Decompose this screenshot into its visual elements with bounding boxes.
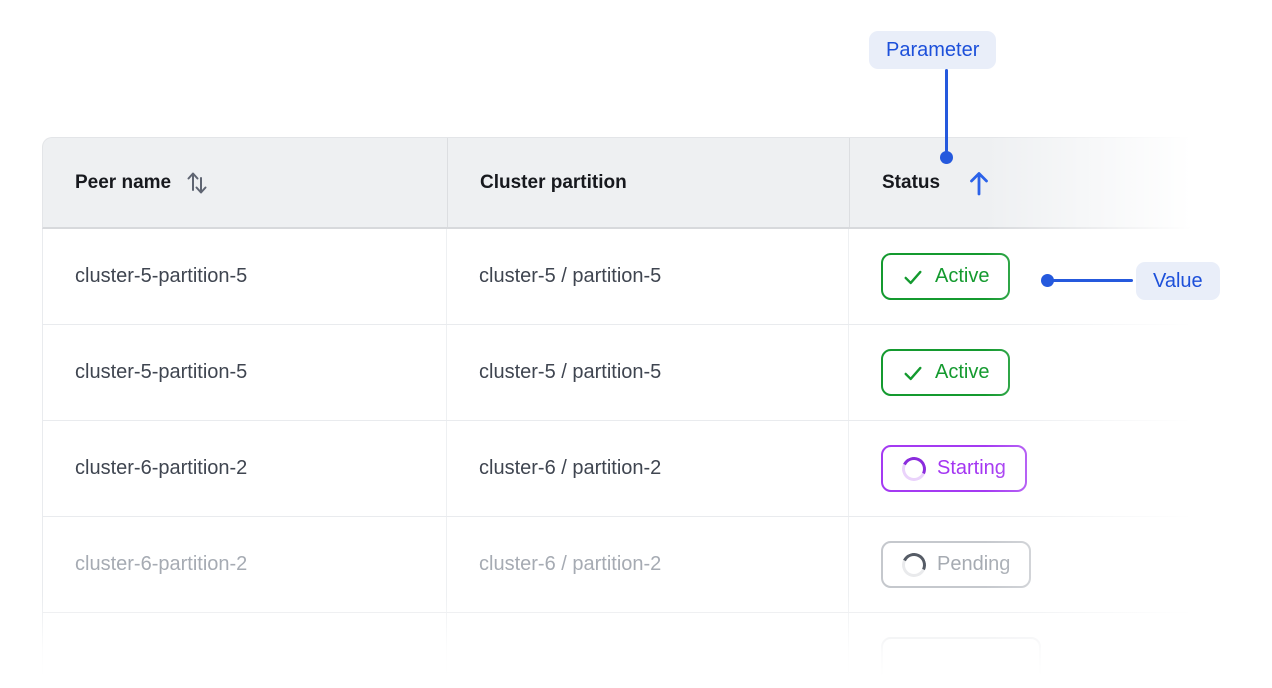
table-row: cluster-5-partition-5 cluster-5 / partit… [42, 229, 1272, 325]
status-label: Starting [937, 457, 1006, 479]
status-cell: Starting [849, 421, 1272, 516]
cluster-partition-cell: cluster-5 / partition-5 [447, 325, 849, 420]
column-header-peer-name[interactable]: Peer name [43, 138, 447, 227]
peer-name-cell: cluster-6-partition-2 [43, 517, 447, 612]
column-label: Cluster partition [480, 171, 627, 193]
value-connector-line [1052, 279, 1133, 282]
status-badge-starting: Starting [881, 445, 1027, 492]
peer-name-cell: cluster-5-partition-5 [43, 229, 447, 324]
parameter-callout-pill: Parameter [869, 31, 997, 69]
table-row: cluster-6-partition-2 cluster-6 / partit… [42, 421, 1272, 517]
status-badge-ghost [881, 637, 1041, 684]
column-label: Peer name [75, 171, 172, 193]
status-cell: Active [849, 325, 1272, 420]
cluster-partition-cell [447, 613, 849, 688]
value-callout-pill: Value [1136, 262, 1220, 300]
cluster-partition-cell: cluster-6 / partition-2 [447, 517, 849, 612]
peers-table: Peer name Cluster partition Status [42, 137, 1272, 688]
sort-ascending-icon [966, 168, 992, 198]
peer-name-cell [43, 613, 447, 688]
status-cell: Pending [849, 517, 1272, 612]
spinner-icon [898, 453, 930, 484]
check-icon [902, 362, 924, 384]
status-badge-pending: Pending [881, 541, 1032, 588]
cluster-partition-cell: cluster-5 / partition-5 [447, 229, 849, 324]
status-label: Active [935, 265, 990, 287]
status-badge-active: Active [881, 349, 1011, 396]
status-cell [849, 613, 1272, 688]
table-header-row: Peer name Cluster partition Status [42, 137, 1272, 229]
column-header-cluster-partition[interactable]: Cluster partition [447, 138, 849, 227]
value-callout-label: Value [1153, 269, 1203, 292]
cluster-partition-cell: cluster-6 / partition-2 [447, 421, 849, 516]
column-label: Status [882, 171, 941, 193]
status-badge-active: Active [881, 253, 1011, 300]
status-label: Pending [937, 553, 1011, 575]
status-label: Active [935, 361, 990, 383]
table-row [42, 613, 1272, 688]
spinner-icon [898, 549, 930, 580]
check-icon [902, 266, 924, 288]
column-header-status[interactable]: Status [849, 138, 1272, 227]
parameter-connector-line [945, 69, 948, 152]
sort-updown-icon [185, 170, 209, 196]
parameter-connector-dot [940, 151, 953, 164]
peer-name-cell: cluster-5-partition-5 [43, 325, 447, 420]
parameter-callout-label: Parameter [886, 38, 980, 61]
table-row: cluster-6-partition-2 cluster-6 / partit… [42, 517, 1272, 613]
peer-name-cell: cluster-6-partition-2 [43, 421, 447, 516]
table-row: cluster-5-partition-5 cluster-5 / partit… [42, 325, 1272, 421]
